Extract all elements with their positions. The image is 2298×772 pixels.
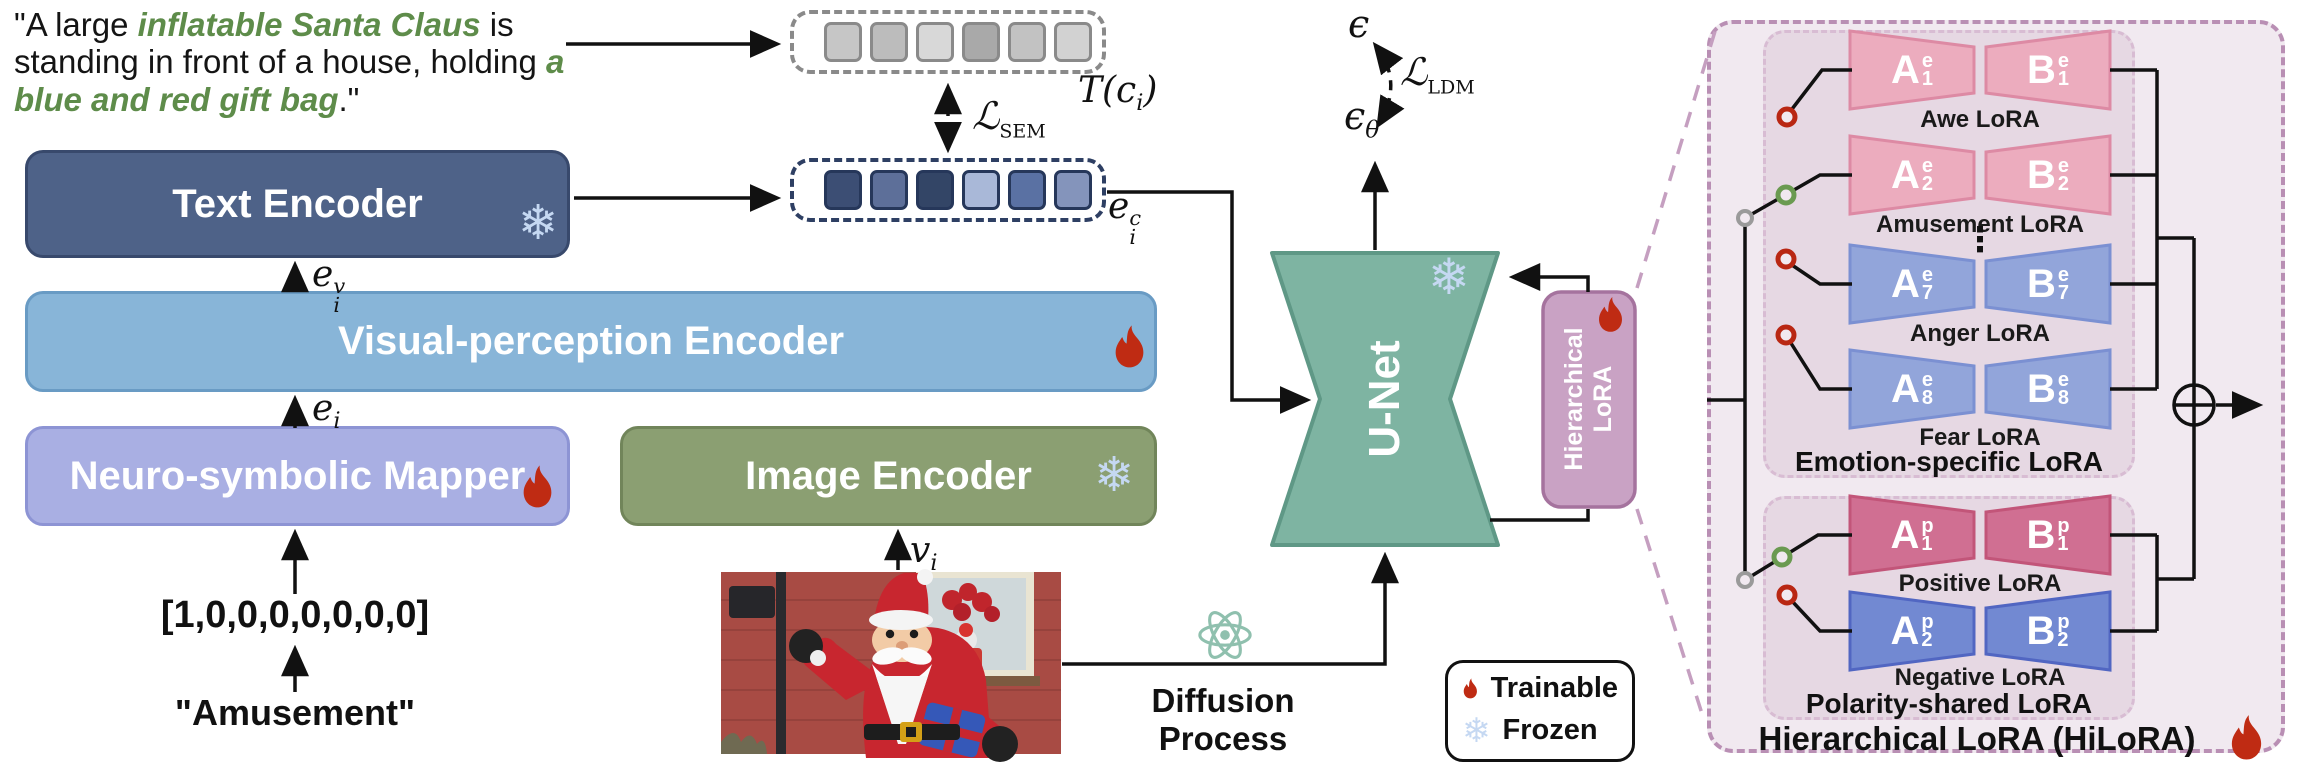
ellipsis-dots: ⋮ <box>1963 221 1997 259</box>
quote-text: is standing in front of a house, holding <box>14 6 547 81</box>
token-cell <box>870 170 908 210</box>
legend: Trainable ❄ Frozen <box>1445 660 1635 762</box>
onehot-vector-label: [1,0,0,0,0,0,0,0] <box>160 594 430 636</box>
snowflake-icon: ❄ <box>1094 449 1135 502</box>
token-cell <box>824 170 862 210</box>
token-cell <box>1054 22 1092 62</box>
ldm-loss-symbol: ℒLDM <box>1400 50 1475 99</box>
image-encoder-box: Image Encoder <box>620 426 1157 526</box>
hilora-panel-title: Hierarchical LoRA (HiLoRA) <box>1758 720 2196 757</box>
legend-trainable-row: Trainable <box>1462 672 1618 705</box>
token-cell <box>916 170 954 210</box>
poinsettia-decor <box>942 583 1000 670</box>
conditional-embedding-bar <box>790 158 1106 222</box>
prompt-quote: "A large inflatable Santa Claus is stand… <box>14 6 580 118</box>
visual-encoder-label: Visual-perception Encoder <box>337 319 845 363</box>
emotion-group-title: Emotion-specific LoRA <box>1794 446 2103 477</box>
image-encoder-label: Image Encoder <box>745 453 1032 498</box>
legend-frozen-row: ❄ Frozen <box>1462 711 1618 751</box>
text-token-embedding-bar <box>790 10 1106 74</box>
flame-icon <box>1462 672 1479 705</box>
text-encoder-label: Text Encoder <box>172 181 423 226</box>
lora-row-label: Awe LoRA <box>1920 106 2040 133</box>
visual-perception-encoder-box: Visual-perception Encoder <box>25 291 1157 392</box>
snowflake-icon: ❄ <box>1428 249 1470 305</box>
mapper-label: Neuro-symbolic Mapper <box>69 453 526 498</box>
emotion-embedding-symbol: ei <box>312 388 341 435</box>
quote-text: ." <box>338 80 360 118</box>
legend-frozen-label: Frozen <box>1502 714 1598 746</box>
token-cell <box>1008 22 1046 62</box>
token-embedding-symbol: T(ci) <box>1078 70 1158 117</box>
token-cell <box>962 170 1000 210</box>
polarity-group-title: Polarity-shared LoRA <box>1805 688 2093 719</box>
santa-photo <box>721 569 1061 762</box>
atom-icon <box>1198 606 1252 664</box>
token-cell <box>1054 170 1092 210</box>
text-encoder-box: Text Encoder <box>25 150 570 258</box>
neuro-symbolic-mapper-box: Neuro-symbolic Mapper <box>25 426 570 526</box>
noise-symbol: ϵ <box>1348 2 1370 46</box>
token-cell <box>916 22 954 62</box>
predicted-noise-symbol: ϵθ <box>1344 94 1380 144</box>
snowflake-icon: ❄ <box>518 197 559 250</box>
quote-text: "A large <box>14 6 138 43</box>
legend-trainable-label: Trainable <box>1490 671 1618 704</box>
diffusion-process-label: Diffusion Process <box>1151 682 1295 757</box>
snowflake-icon: ❄ <box>1462 711 1491 750</box>
token-cell <box>1008 170 1046 210</box>
quote-highlight: a blue and red gift bag <box>14 43 565 118</box>
image-feature-symbol: vi <box>910 530 938 577</box>
semantic-loss-symbol: ℒSEM <box>972 94 1046 143</box>
token-cell <box>870 22 908 62</box>
zoom-connector-lines <box>1635 27 1718 721</box>
lora-row-label: Anger LoRA <box>1910 320 2050 347</box>
quote-highlight: inflatable Santa Claus <box>137 6 481 43</box>
santa-figure <box>789 569 1018 762</box>
unet-label: U-Net <box>1360 340 1409 458</box>
token-cell <box>824 22 862 62</box>
token-cell <box>962 22 1000 62</box>
emotion-word-label: "Amusement" <box>174 692 416 733</box>
